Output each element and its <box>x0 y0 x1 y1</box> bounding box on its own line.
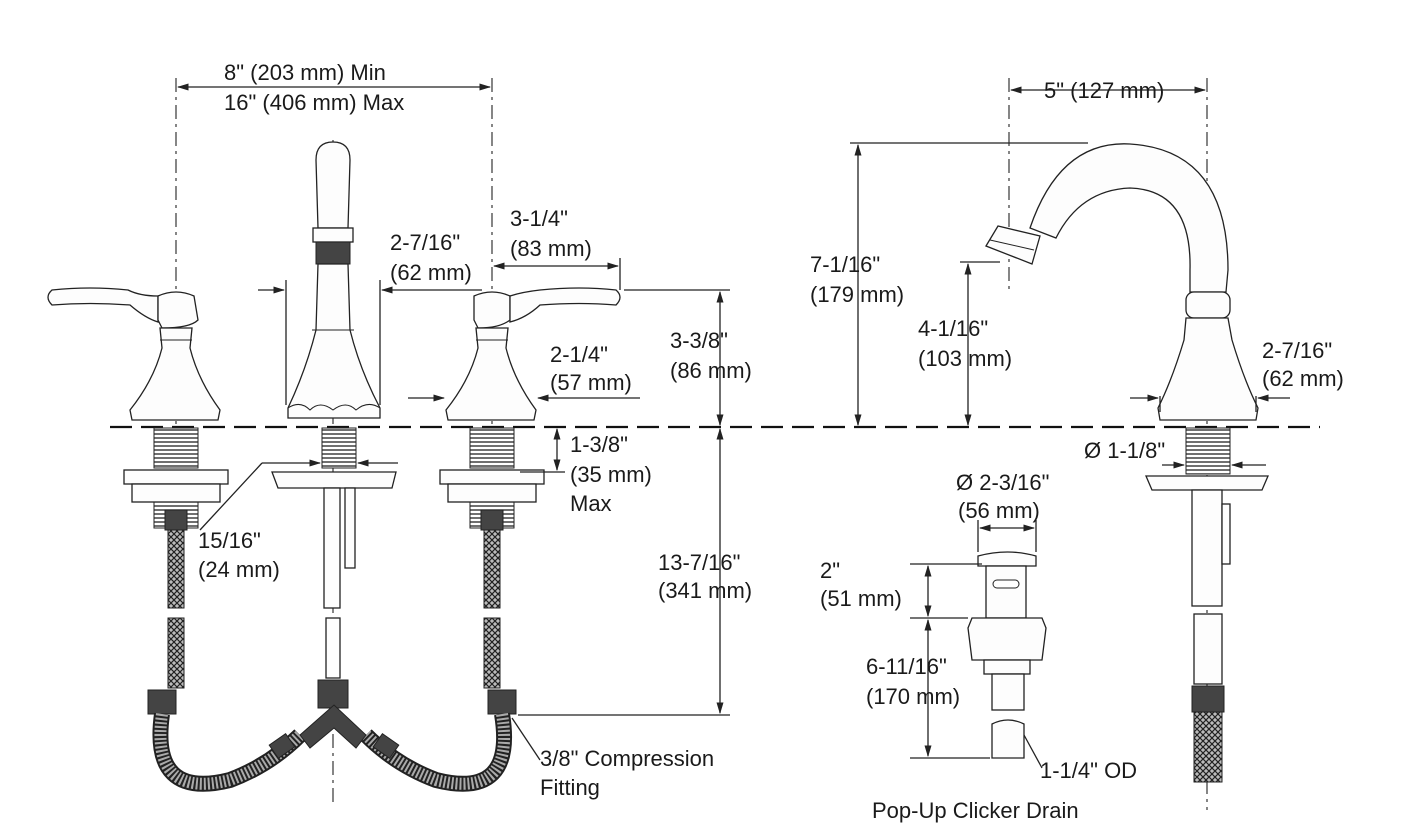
handle-height-label-1: 3-3/8" <box>670 328 728 353</box>
drain-od-label: 1-1/4" OD <box>1040 758 1137 783</box>
spout-base-front-label-2: (62 mm) <box>390 260 472 285</box>
compression-label-1: 3/8" Compression <box>540 746 714 771</box>
handle-base-label-1: 2-1/4" <box>550 342 608 367</box>
spout-base-side-label-2: (62 mm) <box>1262 366 1344 391</box>
handle-height-label-2: (86 mm) <box>670 358 752 383</box>
drain-flange-label-1: 2" <box>820 558 840 583</box>
drain-flange-label-2: (51 mm) <box>820 586 902 611</box>
deck-thickness-label-3: Max <box>570 491 612 516</box>
spout-shank-dia-label: Ø 1-1/8" <box>1084 438 1165 463</box>
shank-dia-label-2: (24 mm) <box>198 557 280 582</box>
drain-length-label-1: 6-11/16" <box>866 654 947 679</box>
spread-label-2: 16" (406 mm) Max <box>224 90 404 115</box>
spout-outlet-height-label-2: (103 mm) <box>918 346 1012 371</box>
spout-front <box>287 141 381 419</box>
spread-label-1: 8" (203 mm) Min <box>224 60 386 85</box>
spout-height-label-1: 7-1/16" <box>810 252 880 277</box>
shank-dia-label-1: 15/16" <box>198 528 261 553</box>
center-shank <box>271 427 397 709</box>
spout-reach-front-label-1: 3-1/4" <box>510 206 568 231</box>
spout-side-shank <box>1145 427 1269 783</box>
right-handle <box>445 287 621 421</box>
left-handle <box>47 287 221 421</box>
compression-leader <box>511 717 541 761</box>
drain-dia-label-2: (56 mm) <box>958 498 1040 523</box>
drain-caption: Pop-Up Clicker Drain <box>872 798 1079 823</box>
supply-length-label-1: 13-7/16" <box>658 550 740 575</box>
spout-base-front-label-1: 2-7/16" <box>390 230 460 255</box>
drain-od-leader <box>1023 734 1043 769</box>
supply-hoses <box>152 704 513 792</box>
left-shank <box>123 427 229 715</box>
pop-up-drain <box>967 551 1047 759</box>
spout-base-side-label-1: 2-7/16" <box>1262 338 1332 363</box>
spout-side-view <box>985 143 1259 421</box>
right-shank <box>439 427 545 715</box>
drain-length-label-2: (170 mm) <box>866 684 960 709</box>
spout-reach-side-label: 5" (127 mm) <box>1044 78 1164 103</box>
spout-outlet-height-label-1: 4-1/16" <box>918 316 988 341</box>
spout-reach-front-label-2: (83 mm) <box>510 236 592 261</box>
deck-thickness-label-2: (35 mm) <box>570 462 652 487</box>
compression-label-2: Fitting <box>540 775 600 800</box>
handle-base-label-2: (57 mm) <box>550 370 632 395</box>
drain-dia-label-1: Ø 2-3/16" <box>956 470 1049 495</box>
spout-height-label-2: (179 mm) <box>810 282 904 307</box>
supply-length-label-2: (341 mm) <box>658 578 752 603</box>
deck-thickness-label-1: 1-3/8" <box>570 432 628 457</box>
